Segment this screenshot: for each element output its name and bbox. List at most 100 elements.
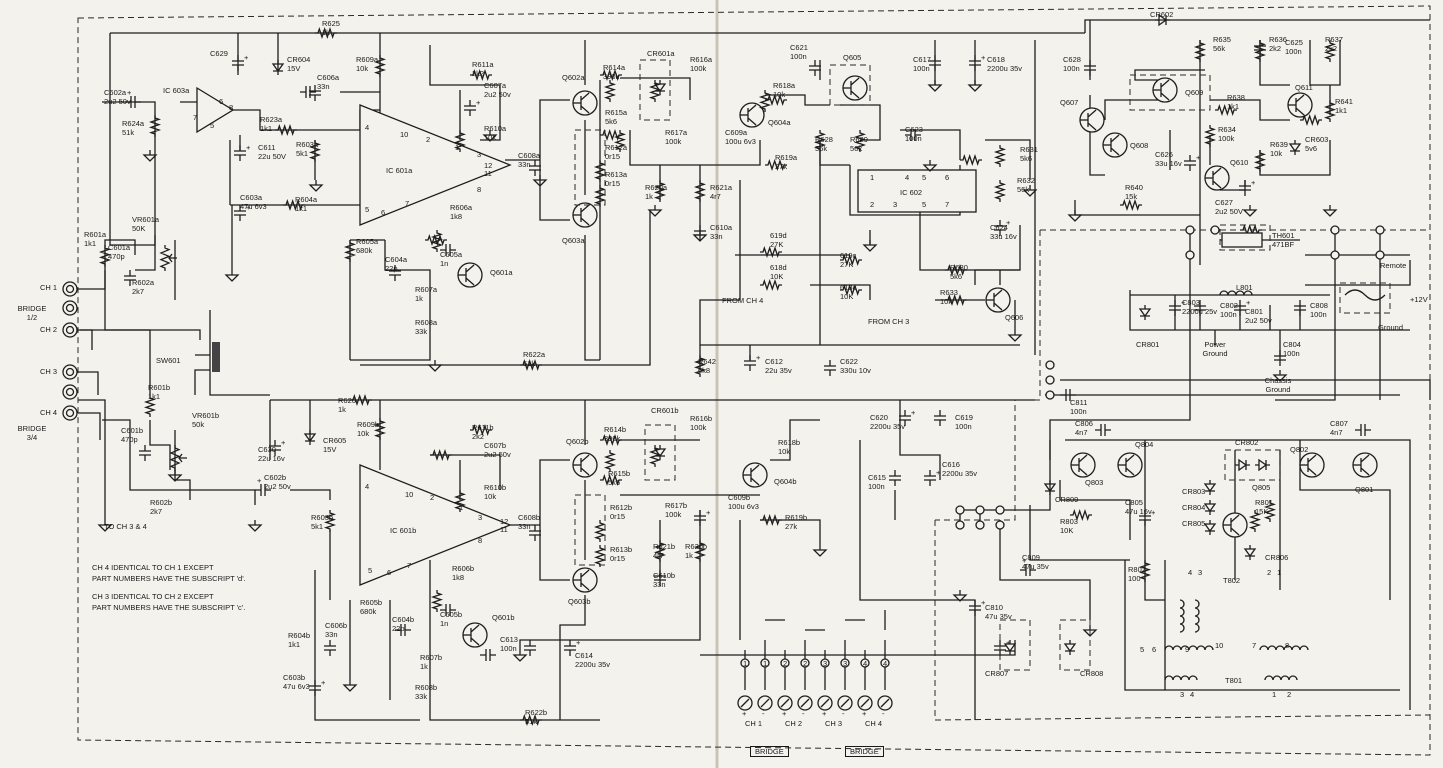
ic-pin: 2 [430,493,434,502]
sub-assembly-box [574,494,606,566]
svg-text:+: + [246,143,251,152]
speaker-terminal[interactable] [737,695,753,711]
ref-r620b-value: 1k [685,551,693,560]
electrolytic-capacitor: + [255,476,271,496]
ref-c615: C615 [868,473,886,482]
ref-c801: C801 [1245,307,1263,316]
ref-r615b-value: 5k6 [608,478,620,487]
ref-r602b: R602b [150,498,172,507]
capacitor [480,649,496,661]
capacitor [654,570,666,586]
ref-c628: C628 [1063,55,1081,64]
board-outline [77,5,1431,756]
ref-q805: Q805 [1252,483,1270,492]
diode [1203,480,1217,495]
transformer-pin: 10 [1215,641,1223,650]
ref-r617a-value: 100k [665,137,682,146]
op-amp [196,86,235,134]
sub-assembly-box [1059,619,1091,671]
ref-r621a-value: 4r7 [710,192,721,201]
ref-cr802: CR802 [1235,438,1258,447]
inductor [1194,599,1200,633]
inductor [1219,290,1253,296]
ref-q802: Q802 [1290,445,1308,454]
ic-pin: 10 [405,490,413,499]
note-line-4: PART NUMBERS HAVE THE SUBSCRIPT 'c'. [92,603,246,612]
ref-c606b-value: 33n [325,630,338,639]
ic-pin: 3 [478,513,482,522]
ref-r609b-value: 10k [357,429,369,438]
ref-c803-value: 2200u 25v [1182,307,1217,316]
wire-node [1375,225,1385,235]
capacitor [389,265,401,281]
electrolytic-capacitor: + [1020,556,1036,576]
potentiometer[interactable] [178,453,187,463]
speaker-terminal[interactable] [757,695,773,711]
ref-c626-value: 33u 16v [1155,159,1182,168]
resistor [1120,198,1142,212]
ref-c606a: C606a [317,73,340,82]
transistor [572,452,598,478]
ic602-pin: 5 [922,200,926,209]
diode [1203,500,1217,515]
ref-vr601b-value: 50k [192,420,204,429]
ref-q611: Q611 [1295,83,1313,92]
ref-618d-value: 10K [770,272,783,281]
ref-r626-value: 1k [338,405,346,414]
potentiometer[interactable] [168,253,177,263]
ref-c630-value: 22u 16v [258,454,285,463]
ref-c609a: C609a [725,128,748,137]
ref-r609a: R609a [356,55,379,64]
electrolytic-capacitor: + [464,98,481,116]
ref-r623a-value: 1k1 [260,124,272,133]
ref-c605b-value: 1n [440,619,448,628]
ic-pin: 12 [500,517,508,526]
ch4-label: CH 4 [40,408,58,417]
speaker-terminal[interactable] [817,695,833,711]
speaker-terminal[interactable] [797,695,813,711]
ref-r641: R641 [1335,97,1353,106]
transformer-pin: 1 [1272,690,1276,699]
speaker-terminal[interactable] [777,695,793,711]
ref-r621b: R621b [653,542,675,551]
ref-c625: C625 [1285,38,1303,47]
diode [1063,640,1077,655]
ref-c624: C624 [990,223,1008,232]
bridge-left-label: BRIDGE [750,746,789,757]
electrolytic-capacitor: + [1234,298,1251,316]
resistor [760,245,782,259]
transformer-pin: 3 [1180,690,1184,699]
resistor [350,393,372,407]
ground-symbol [862,240,878,252]
ref-q603a: Q603a [562,236,585,245]
ref-r602a: R602a [132,278,155,287]
ref-r617b-value: 100k [665,510,682,519]
svg-text:+: + [1246,298,1251,307]
ref-r604b-value: 1k1 [288,640,300,649]
ref-r608a: R608a [415,318,438,327]
resistor [758,90,772,112]
ref-cr604: CR604 [287,55,310,64]
ref-r632: R632 [1017,176,1035,185]
ic-pin: 10 [400,130,408,139]
ic-pin: 7 [193,113,197,122]
ref-c607a: C607a [484,81,507,90]
ic-pin: 5 [365,205,369,214]
ground-symbol [427,360,443,372]
speaker-terminal[interactable] [857,695,873,711]
ref-r610a-value: 10k [484,133,496,142]
ref-r608b-value: 33k [415,692,427,701]
transistor [572,567,598,593]
ic-pin: 6 [381,208,385,217]
speaker-terminal[interactable] [837,695,853,711]
transistor [572,202,598,228]
speaker-terminal[interactable] [877,695,893,711]
resistor [283,198,305,212]
capacitor [1274,350,1286,366]
ref-r614b: R614b [604,425,626,434]
sw601-body[interactable] [212,342,220,372]
resistor [430,448,452,462]
capacitor [1194,300,1206,316]
svg-text:+: + [706,508,711,517]
electrolytic-capacitor: + [1184,153,1201,171]
